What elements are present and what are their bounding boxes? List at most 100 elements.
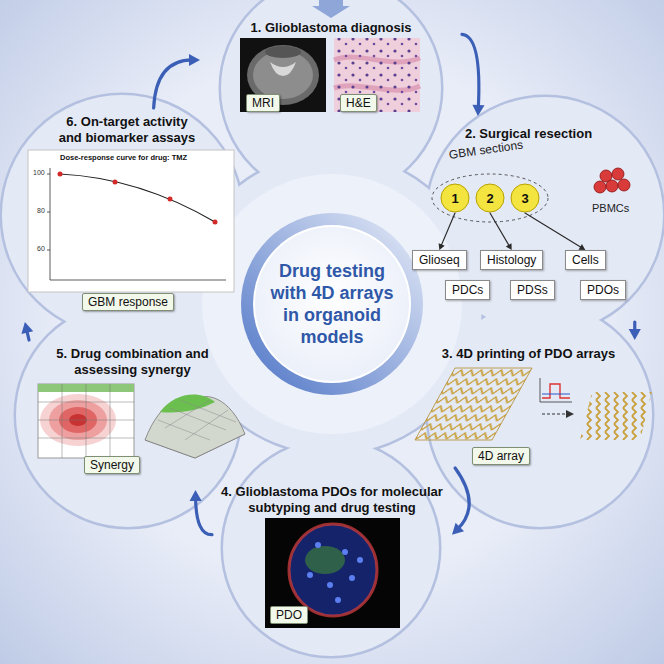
step-panel: 1. Glioblastoma diagnosisMRI H&E xyxy=(200,14,462,116)
node-text: H&E xyxy=(346,96,371,110)
nuclei xyxy=(334,38,420,112)
step-title: 1. Glioblastoma diagnosis xyxy=(200,14,462,36)
lattice-folded xyxy=(580,392,652,440)
hub-disc xyxy=(254,226,410,382)
node-text: GBM response xyxy=(88,295,168,309)
step-panel: 3. 4D printing of PDO arrays 4D array xyxy=(402,340,655,468)
surface-mesh xyxy=(158,400,236,440)
circle-outline xyxy=(240,212,424,396)
pbmc-cells xyxy=(594,168,630,193)
axis-tick: 100 xyxy=(33,169,45,176)
sample-box: Glioseq xyxy=(412,250,467,270)
node-text: Glioseq xyxy=(419,253,460,267)
section-circle: 3 xyxy=(510,183,540,213)
step-title: 6. On-target activity and biomarker assa… xyxy=(16,108,238,146)
arrow-head xyxy=(439,243,445,250)
arrow-line xyxy=(525,213,582,248)
node-text: 2 xyxy=(486,191,493,206)
cycle-arrow xyxy=(21,322,33,340)
image-label: PDO xyxy=(270,606,308,624)
transform-arrow xyxy=(542,413,566,414)
mri-frame xyxy=(240,38,326,112)
node-text: PDSs xyxy=(517,283,548,297)
he-frame xyxy=(334,38,420,112)
step-title: 4. Glioblastoma PDOs for molecular subty… xyxy=(212,478,452,516)
node-text: Drug testing with 4D arrays in organoid … xyxy=(267,260,397,348)
axis-tick: 60 xyxy=(37,245,45,252)
arrow-head xyxy=(21,322,33,334)
cell-label: PBMCs xyxy=(592,202,629,214)
he-image xyxy=(334,38,420,112)
sample-box: PDSs xyxy=(510,280,555,300)
node-text: MRI xyxy=(252,96,274,110)
arrow-line xyxy=(441,213,455,246)
sample-box: PDOs xyxy=(580,280,626,300)
node-text: 3 xyxy=(521,191,528,206)
mini-axes xyxy=(540,378,572,402)
section-disc xyxy=(511,184,539,212)
brain-fold xyxy=(265,46,301,58)
cell xyxy=(612,168,624,180)
image-label: 4D array xyxy=(472,447,530,465)
sample-box: Cells xyxy=(565,250,606,270)
data-point xyxy=(58,172,63,177)
dose-curve xyxy=(60,174,215,222)
sample-box: PDCs xyxy=(445,280,490,300)
node-text: Histology xyxy=(487,253,536,267)
step-title: 3. 4D printing of PDO arrays xyxy=(402,340,655,362)
step-panel: 5. Drug combination and assessing synerg… xyxy=(20,340,245,490)
step-title: 5. Drug combination and assessing synerg… xyxy=(20,340,245,378)
nucleus xyxy=(315,542,321,548)
lattice-image xyxy=(415,368,652,440)
lattice-edge xyxy=(415,368,532,440)
data-points xyxy=(58,172,218,225)
ventricle xyxy=(270,62,296,76)
surface xyxy=(145,397,245,458)
organoid-patch xyxy=(305,546,345,574)
pdo-image xyxy=(265,518,400,628)
sample-arrow xyxy=(525,213,585,250)
data-point xyxy=(113,180,118,185)
sample-arrow xyxy=(490,213,512,250)
baseline xyxy=(542,394,570,395)
chart-ticks xyxy=(47,174,50,250)
step-panel: 4. Glioblastoma PDOs for molecular subty… xyxy=(212,478,452,640)
cycle-arrow xyxy=(629,322,641,340)
step-panel: 2. Surgical resection 1 2 3Glioseq Histology… xyxy=(402,116,655,322)
step-title: 2. Surgical resection xyxy=(402,116,655,142)
petal xyxy=(223,440,439,656)
arrow-head xyxy=(629,329,641,340)
section-circle: 2 xyxy=(475,183,505,213)
cycle-arrow xyxy=(462,34,485,116)
image-label: MRI xyxy=(246,94,280,112)
arrow-line xyxy=(490,213,510,246)
nucleus xyxy=(349,575,355,581)
temperature-pulse xyxy=(542,384,570,398)
axis-tick: 80 xyxy=(37,207,45,214)
petal-edge xyxy=(223,440,439,656)
nuclei xyxy=(307,542,363,603)
heatmap-grid xyxy=(38,384,134,458)
node-text: PDOs xyxy=(587,283,619,297)
node-text: PDCs xyxy=(452,283,483,297)
arrow-head xyxy=(506,243,512,250)
arrow-head xyxy=(452,523,464,535)
arrow-head xyxy=(189,54,200,66)
nucleus xyxy=(335,597,341,603)
arrow-line xyxy=(462,34,479,108)
section-disc xyxy=(476,184,504,212)
hub-ring xyxy=(241,213,423,395)
section-circle: 1 xyxy=(440,183,470,213)
arrow-head xyxy=(472,105,484,116)
data-point xyxy=(168,197,173,202)
arrow-head xyxy=(190,490,202,501)
mri-image xyxy=(240,38,326,112)
node-text: Synergy xyxy=(90,458,134,472)
node-text: 1 xyxy=(451,191,458,206)
data-point xyxy=(213,220,218,225)
arrow-line xyxy=(196,498,212,535)
sample-arrow xyxy=(439,213,455,250)
lattice-flat xyxy=(415,368,532,440)
organoid-rim xyxy=(289,524,377,616)
chart-title: Dose-response curve for drug: TMZ xyxy=(60,153,187,162)
